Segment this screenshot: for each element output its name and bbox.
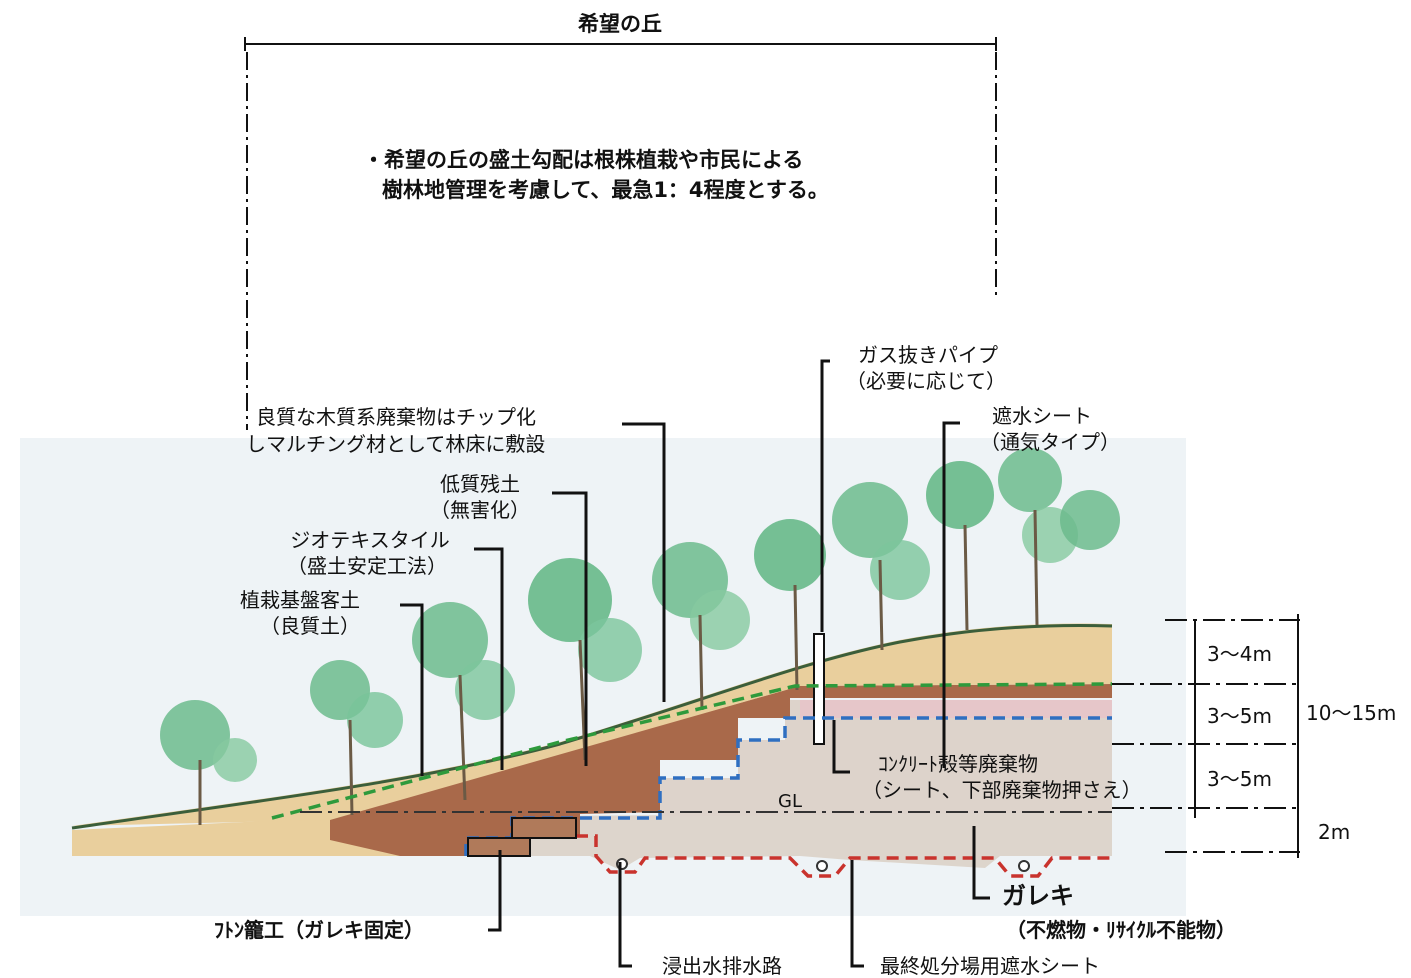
low-quality-soil-layer: [330, 684, 1112, 856]
label-concrete-line-2: （シート、下部廃棄物押さえ）: [862, 778, 1142, 802]
leader-drain: [618, 862, 632, 968]
leader-gabion: [488, 850, 502, 932]
leader-water-sheet: [942, 421, 960, 768]
label-rubble-line-1: ガレキ: [1002, 882, 1074, 910]
label-rubble-line-2: （不燃物・ﾘｻｲｸﾙ不能物）: [1006, 918, 1236, 942]
label-geotextile-line-2: （盛土安定工法）: [287, 554, 447, 578]
dimension-3-5m-upper: 3～5m: [1207, 704, 1272, 728]
label-planting-soil-line-1: 植栽基盤客土: [240, 588, 360, 612]
note-line-2: 樹林地管理を考慮して、最急1：4程度とする。: [382, 178, 829, 202]
dimension-3-5m-lower: 3～5m: [1207, 767, 1272, 791]
label-water-sheet-line-2: （通気タイプ）: [980, 430, 1120, 454]
leader-rubble: [972, 826, 990, 900]
pink-sheet-band: [800, 700, 1112, 718]
surface-grass-line: [71, 623, 1113, 830]
label-water-sheet-line-1: 遮水シート: [992, 404, 1092, 428]
leader-planting-soil: [400, 603, 424, 776]
label-drain: 浸出水排水路: [662, 954, 782, 978]
leader-low-soil: [552, 491, 588, 766]
label-mulch-line-2: しマルチング材として林床に敷設: [246, 432, 546, 456]
label-low-soil-line-2: （無害化）: [430, 498, 530, 522]
gabion-upper: [511, 817, 577, 839]
dimension-total: 10～15m: [1306, 701, 1397, 725]
drain-pipes: [616, 858, 1030, 872]
planting-soil-hill: [72, 623, 1112, 826]
label-final-sheet: 最終処分場用遮水シート: [880, 954, 1100, 978]
concrete-debris-layer: [515, 700, 1112, 818]
page-title: 希望の丘: [578, 12, 662, 36]
leader-lines: [400, 359, 990, 968]
label-concrete-line-1: ｺﾝｸﾘｰﾄ殻等廃棄物: [878, 752, 1038, 776]
leader-final-sheet: [850, 860, 864, 968]
dimension-2m: 2m: [1318, 820, 1351, 844]
label-planting-soil-line-2: （良質土）: [260, 614, 360, 638]
label-geotextile-line-1: ジオテキスタイル: [290, 528, 450, 552]
label-low-soil-line-1: 低質残土: [440, 472, 520, 496]
leader-gas-pipe: [820, 359, 830, 632]
note-line-1: ・希望の丘の盛土勾配は根株植栽や市民による: [363, 148, 804, 172]
trees: [160, 448, 1120, 825]
label-gas-pipe-line-2: （必要に応じて）: [846, 369, 1006, 393]
label-mulch-line-1: 良質な木質系廃棄物はチップ化: [256, 405, 536, 429]
geotextile-green-dash: [271, 682, 1113, 820]
leader-mulch: [622, 422, 666, 702]
leader-geotextile: [474, 547, 504, 770]
dimension-lines: [1112, 614, 1300, 858]
label-gl: GL: [778, 791, 802, 812]
final-sheet-red-dash: [576, 834, 1112, 878]
label-gas-pipe-line-1: ガス抜きパイプ: [858, 343, 998, 367]
leader-concrete: [832, 720, 850, 774]
dimension-3-4m: 3～4m: [1207, 642, 1272, 666]
gas-vent-pipe: [813, 633, 825, 745]
label-gabion: ﾌﾄﾝ籠工（ガレキ固定）: [214, 918, 424, 942]
